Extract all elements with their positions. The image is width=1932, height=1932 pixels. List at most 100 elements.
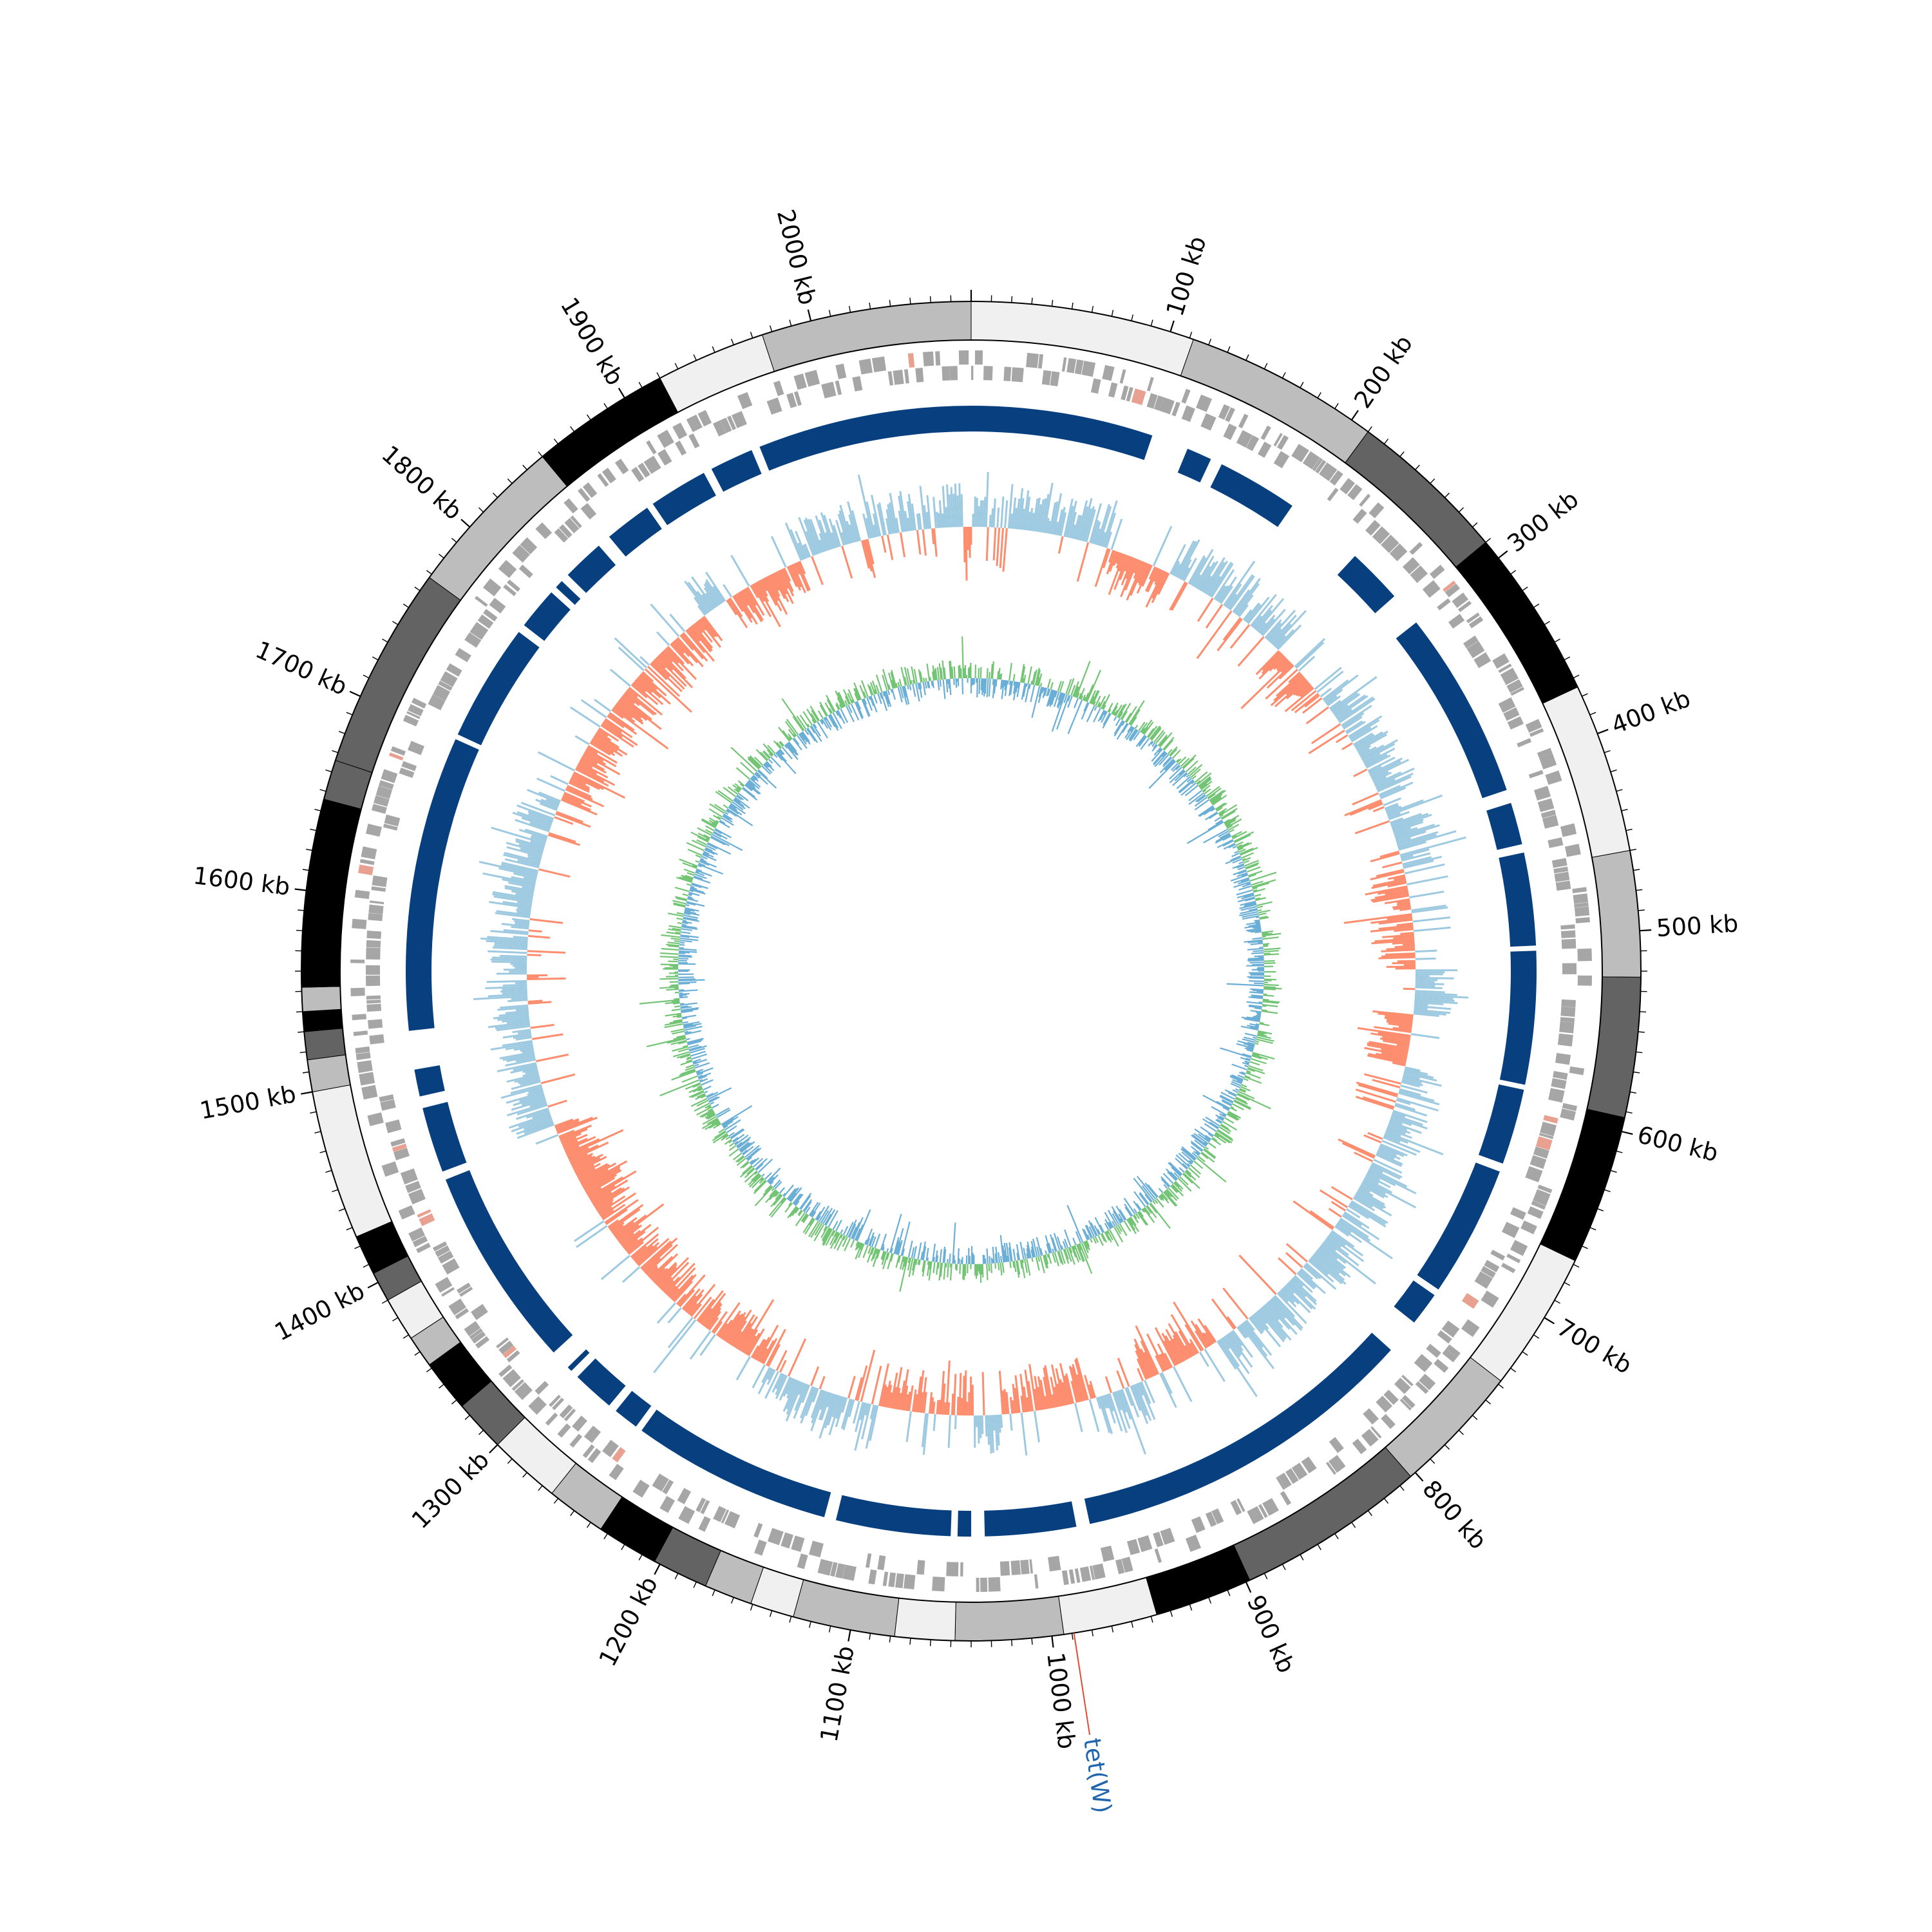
gc-skew-bar (1137, 1211, 1148, 1226)
gc-skew-bar (1242, 1038, 1256, 1043)
gc-content-bar (764, 1370, 779, 1399)
gc-skew-bar (1133, 1191, 1146, 1208)
gc-content-bar (1330, 676, 1378, 712)
gene-feature (1503, 707, 1520, 721)
gene-feature (1381, 535, 1399, 553)
gc-skew-bar (1047, 688, 1051, 696)
gene-feature (1081, 361, 1096, 377)
gc-skew-bar (984, 678, 987, 694)
gene-feature (1490, 1249, 1506, 1261)
gc-skew-bar (887, 1253, 893, 1269)
gc-skew-bar (1242, 857, 1251, 862)
gc-content-bar (1074, 1359, 1087, 1401)
gc-content-bar (1319, 1189, 1349, 1209)
gc-skew-bar (1101, 694, 1110, 710)
gc-skew-bar (1173, 1172, 1180, 1179)
gc-skew-bar (1239, 904, 1257, 909)
gc-content-bar (1390, 813, 1429, 828)
gc-skew-bar (1083, 1229, 1090, 1240)
gc-skew-bar (806, 708, 817, 723)
minor-tick (1227, 1589, 1231, 1596)
gc-content-bar (735, 1356, 752, 1381)
gc-skew-bar (1075, 1244, 1084, 1262)
gc-skew-bar (1220, 1124, 1231, 1133)
gc-skew-bar (890, 1247, 893, 1253)
gc-content-bar (1146, 567, 1160, 592)
minor-tick (1564, 1282, 1571, 1286)
gene-feature (1422, 580, 1441, 598)
gc-skew-bar (1238, 861, 1244, 865)
minor-tick (319, 789, 327, 792)
gc-skew-bar (1104, 1211, 1114, 1228)
gc-content-bar (1059, 1379, 1067, 1406)
gc-skew-bar (1231, 1081, 1242, 1086)
gc-content-bar (911, 504, 916, 531)
gc-skew-bar (1026, 1248, 1030, 1259)
gc-skew-bar (705, 825, 715, 831)
gc-content-bar (794, 1383, 807, 1411)
gc-skew-bar (799, 733, 806, 741)
minor-tick (346, 1227, 353, 1231)
gc-content-bar (1054, 522, 1059, 535)
gene-feature (1543, 1115, 1558, 1124)
gc-skew-bar (789, 1206, 798, 1218)
gc-skew-bar (1074, 1245, 1081, 1261)
gc-skew-bar (670, 1028, 685, 1033)
gene-feature (1560, 1017, 1575, 1023)
gene-feature (1561, 938, 1577, 949)
gene-feature (1415, 1381, 1429, 1394)
gc-skew-bar (931, 681, 933, 687)
gc-skew-bar (1244, 939, 1263, 943)
gc-skew-bar (708, 817, 719, 824)
gc-content-bar (750, 1345, 759, 1358)
gc-content-bar (1064, 1375, 1073, 1405)
gc-skew-bar (1078, 692, 1082, 699)
gc-skew-bar (1036, 1246, 1040, 1256)
gc-content-bar (590, 1185, 616, 1202)
gc-content-bar (820, 512, 835, 549)
gc-skew-bar (739, 1142, 750, 1151)
gc-content-bar (1338, 1219, 1371, 1242)
gc-skew-bar (881, 1251, 886, 1260)
gc-content-bar (782, 1379, 799, 1412)
gc-skew-bar (1240, 1086, 1251, 1092)
gc-content-bar (1385, 804, 1399, 812)
gc-content-bar (538, 751, 575, 772)
gc-content-bar (893, 1367, 903, 1409)
gc-content-bar (619, 698, 648, 721)
gc-skew-bar (1092, 690, 1100, 705)
gc-skew-bar (787, 1188, 798, 1200)
gc-content-bar (574, 1157, 601, 1172)
gc-skew-bar (702, 1115, 717, 1125)
gc-skew-bar (679, 994, 687, 996)
gc-content-bar (1378, 887, 1408, 895)
gc-skew-bar (773, 1195, 783, 1206)
gc-skew-bar (1130, 1217, 1137, 1226)
gc-skew-bar (895, 1255, 900, 1268)
gc-skew-bar (1099, 1224, 1105, 1233)
gc-skew-bar (808, 1202, 819, 1217)
gc-content-bar (687, 1302, 698, 1315)
gene-feature (1363, 1408, 1379, 1425)
gene-feature (1574, 902, 1589, 908)
minor-tick (1383, 439, 1389, 444)
gc-skew-bar (1262, 936, 1266, 938)
gc-content-bar (527, 789, 560, 804)
gc-skew-bar (1243, 1043, 1255, 1047)
gc-content-bar (891, 1387, 898, 1409)
gc-skew-bar (1113, 716, 1117, 721)
gc-content-bar (518, 843, 544, 852)
gc-content-bar (1229, 1332, 1244, 1352)
gc-skew-bar (810, 713, 817, 723)
gc-skew-bar (822, 1229, 833, 1246)
gc-skew-bar (1159, 732, 1173, 748)
gc-skew-bar (728, 806, 739, 815)
gc-skew-bar (1218, 810, 1226, 816)
gc-content-bar (1081, 508, 1092, 542)
gc-skew-bar (751, 1173, 760, 1181)
gene-feature (923, 351, 934, 366)
gc-skew-bar (1043, 1255, 1049, 1269)
gc-content-bar (590, 740, 616, 757)
gc-skew-bar (721, 817, 734, 826)
gc-content-bar (1293, 1200, 1334, 1231)
